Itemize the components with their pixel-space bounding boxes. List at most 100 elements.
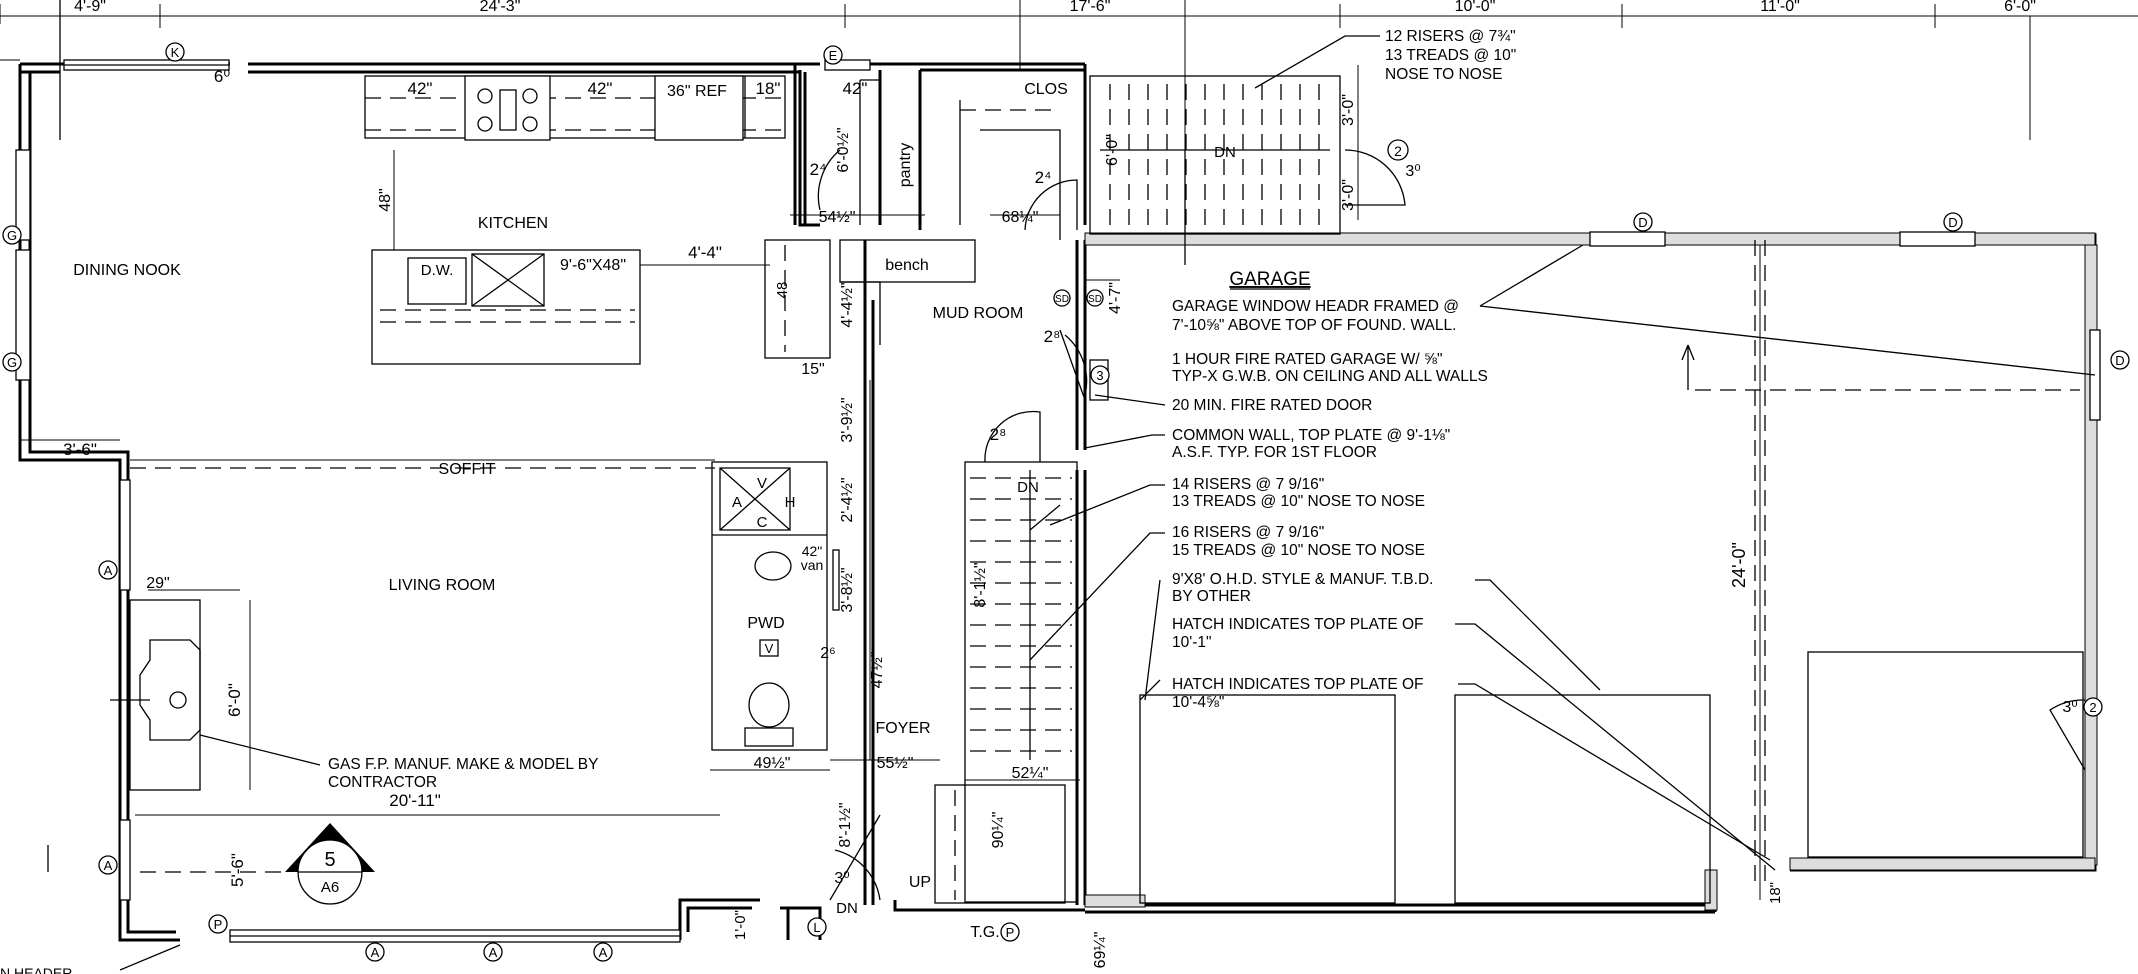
- mech-a: A: [732, 494, 742, 511]
- tag-d2: D: [1948, 215, 1957, 230]
- windows: [15, 59, 2101, 943]
- room-foyer: FOYER: [875, 720, 930, 737]
- swing-30: 3⁰: [834, 870, 849, 887]
- upper-stair: DN: [1089, 75, 1406, 265]
- label-sd2: SD: [1088, 294, 1102, 305]
- swing-60: 6⁰: [214, 67, 230, 86]
- label-dn3: DN: [1214, 144, 1236, 161]
- dim-top-6: 6'-0": [2004, 0, 2036, 15]
- tag-a3: A: [371, 945, 380, 960]
- dim-top-3: 17'-6": [1070, 0, 1111, 15]
- note-fp-2: CONTRACTOR: [328, 774, 437, 791]
- note-stairs-top-3: NOSE TO NOSE: [1385, 66, 1502, 83]
- note-window-2: 7'-10⅝" ABOVE TOP OF FOUND. WALL.: [1172, 317, 1456, 334]
- note-ohd-2: BY OTHER: [1172, 588, 1251, 605]
- label-tg: T.G.: [970, 924, 999, 941]
- note-fire-2: TYP-X G.W.B. ON CEILING AND ALL WALLS: [1172, 368, 1488, 385]
- door-swing-labels: 6⁰ 2⁴ 2⁴ 2⁸ 2⁸ 2⁶ 3⁰ 3⁰ 3⁰: [214, 67, 2078, 887]
- note-hatch2-2: 10'-4⅝": [1172, 694, 1224, 711]
- tag-a5: A: [599, 945, 608, 960]
- room-labels: DINING NOOK KITCHEN MUD ROOM LIVING ROOM…: [73, 215, 1310, 737]
- dim-top-2: 24'-3": [480, 0, 521, 15]
- swing-28: 2⁸: [1044, 327, 1061, 346]
- label-d15: 15": [801, 361, 824, 378]
- note-header-cut: N HEADER: [0, 965, 72, 974]
- top-dimension-string: 4'-9" 24'-3" 17'-6" 10'-0" 11'-0" 6'-0": [0, 0, 2138, 265]
- label-d6b: 6'-0": [1104, 134, 1121, 166]
- swing-24b: 2⁴: [1035, 168, 1052, 187]
- label-n48: 48: [774, 282, 791, 299]
- dim-top-5: 11'-0": [1760, 0, 1800, 15]
- mech-h: H: [785, 494, 796, 511]
- callout-tags: K E G G A A P A A A L P D D D 2 2 3 SD S…: [2, 42, 2130, 962]
- label-d904: 90¼": [990, 812, 1007, 849]
- label-dn1: DN: [1017, 479, 1039, 496]
- note-fp-1: GAS F.P. MANUF. MAKE & MODEL BY: [328, 756, 598, 773]
- label-d56: 5'-6": [228, 853, 247, 887]
- label-d24: 24'-0": [1729, 542, 1749, 588]
- tag-e: E: [829, 48, 838, 63]
- swing-24: 2⁴: [810, 160, 827, 179]
- label-island: 9'-6"X48": [560, 257, 626, 274]
- mechanical-room: V A H C: [711, 461, 828, 751]
- label-d30a: 3'-0": [1340, 94, 1357, 126]
- note-fire-1: 1 HOUR FIRE RATED GARAGE W/ ⅝": [1172, 351, 1442, 368]
- note-stairs-top-2: 13 TREADS @ 10": [1385, 47, 1516, 64]
- note-r14-1: 14 RISERS @ 7 9/16": [1172, 476, 1324, 493]
- room-clos: CLOS: [1024, 81, 1068, 98]
- label-d242: 2'-4½": [839, 477, 856, 522]
- label-d684: 68¼": [1002, 209, 1039, 226]
- room-kitchen: KITCHEN: [478, 215, 548, 232]
- note-common-1: COMMON WALL, TOP PLATE @ 9'-1⅛": [1172, 427, 1450, 444]
- label-d30b: 3'-0": [1340, 179, 1357, 211]
- tag-d1: D: [1638, 215, 1647, 230]
- label-d812: 8'-1½": [837, 802, 854, 847]
- swing-30b: 3⁰: [1405, 163, 1420, 180]
- label-d10: 1'-0": [732, 910, 749, 940]
- exterior-walls: [18, 62, 2097, 942]
- tag-g2: G: [7, 355, 17, 370]
- section-number: 5: [324, 849, 335, 871]
- note-door: 20 MIN. FIRE RATED DOOR: [1172, 397, 1372, 414]
- label-d442: 4'-4½": [839, 282, 856, 327]
- label-ref: 36" REF: [667, 83, 727, 100]
- tag-a2: A: [104, 858, 113, 873]
- note-r16-2: 15 TREADS @ 10" NOSE TO NOSE: [1172, 542, 1425, 559]
- label-up: UP: [909, 874, 931, 891]
- tag-2a: 2: [1394, 143, 1402, 159]
- interior-dimensions: [20, 65, 1359, 816]
- tag-2b: 2: [2089, 700, 2096, 715]
- label-d392: 3'-9½": [839, 397, 856, 442]
- tag-a1: A: [104, 563, 113, 578]
- label-d812b: 8'-1½": [972, 562, 989, 607]
- label-d382: 3'-8½": [839, 567, 856, 612]
- tag-d3: D: [2115, 353, 2124, 368]
- room-pantry: pantry: [897, 143, 914, 187]
- swing-30c: 3⁰: [2062, 699, 2077, 716]
- label-d18: 18": [1767, 882, 1784, 904]
- note-ohd-1: 9'X8' O.H.D. STYLE & MANUF. T.B.D.: [1172, 571, 1433, 588]
- room-bench: bench: [885, 257, 929, 274]
- note-hatch1-1: HATCH INDICATES TOP PLATE OF: [1172, 616, 1424, 633]
- note-hatch1-2: 10'-1": [1172, 634, 1211, 651]
- dim-top-4: 10'-0": [1455, 0, 1496, 15]
- label-d2011: 20'-11": [389, 791, 441, 810]
- tag-l: L: [813, 920, 820, 935]
- note-hatch2-1: HATCH INDICATES TOP PLATE OF: [1172, 676, 1424, 693]
- room-soffit: SOFFIT: [439, 461, 496, 478]
- note-r16-1: 16 RISERS @ 7 9/16": [1172, 524, 1324, 541]
- label-van: 42"van: [801, 543, 824, 573]
- label-d36: 3'-6": [63, 440, 97, 459]
- room-living: LIVING ROOM: [389, 577, 496, 594]
- label-d47: 4'-7": [1107, 282, 1124, 314]
- label-c18: 18": [756, 79, 781, 98]
- tag-p2: P: [1006, 925, 1015, 940]
- room-pwd: PWD: [747, 615, 784, 632]
- leader-lines: [59, 0, 2096, 971]
- note-common-2: A.S.F. TYP. FOR 1ST FLOOR: [1172, 444, 1377, 461]
- swing-26: 2⁶: [820, 645, 835, 662]
- label-d600: 6'-0½": [835, 127, 852, 172]
- garage-features: 24'-0": [1059, 240, 2086, 904]
- label-sd1: SD: [1055, 294, 1069, 305]
